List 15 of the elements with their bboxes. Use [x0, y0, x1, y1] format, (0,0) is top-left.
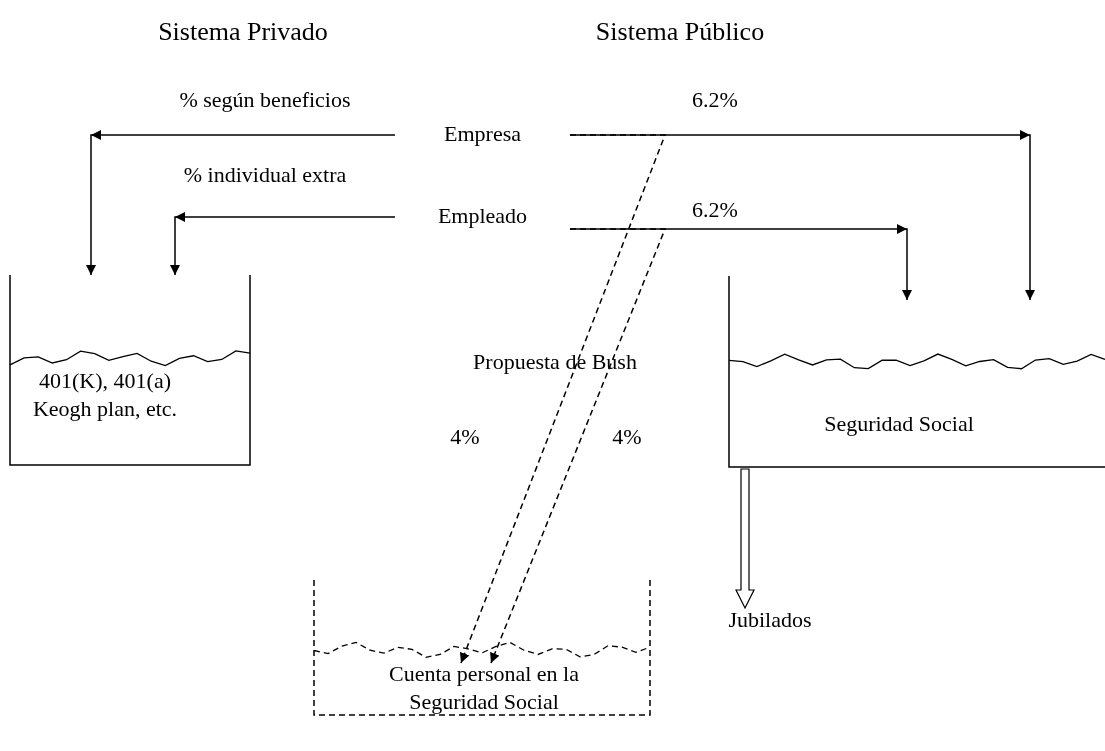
- node-label: Jubilados: [727, 606, 813, 634]
- fund-label: Cuenta personal en la Seguridad Social: [388, 660, 580, 715]
- percentage-label: 4%: [612, 424, 642, 450]
- node-label: Empleado: [436, 202, 529, 230]
- fund-label: 401(K), 401(a) Keogh plan, etc.: [31, 367, 179, 422]
- fund-label: Seguridad Social: [823, 410, 975, 438]
- edge-label: 6.2%: [692, 197, 738, 223]
- edge-label: % según beneficios: [179, 87, 351, 113]
- proposal-label: Propuesta de Bush: [473, 349, 637, 375]
- edge-label: 6.2%: [692, 87, 738, 113]
- section-heading: Sistema Privado: [158, 17, 328, 47]
- percentage-label: 4%: [450, 424, 480, 450]
- node-label: Empresa: [443, 120, 522, 148]
- edge-label: % individual extra: [183, 162, 347, 188]
- section-heading: Sistema Público: [595, 17, 765, 47]
